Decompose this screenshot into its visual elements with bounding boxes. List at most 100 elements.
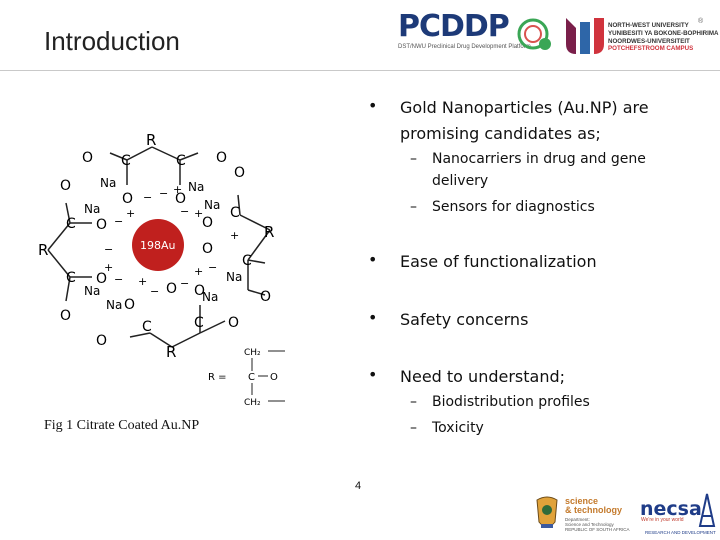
- bullet-1-line-1: Gold Nanoparticles (Au.NP) are: [400, 98, 649, 117]
- sub-bullet-3: Biodistribution profiles: [432, 394, 590, 410]
- charge-sign: −: [159, 187, 168, 200]
- figure-caption: Fig 1 Citrate Coated Au.NP: [44, 418, 200, 433]
- charge-sign: +: [138, 275, 147, 288]
- dst-small-1: Department:: [565, 517, 590, 522]
- o-atom: O: [60, 308, 71, 324]
- c-atom: C: [142, 319, 152, 335]
- pcddp-emblem-icon: [517, 18, 551, 50]
- nwu-logo: NORTH-WEST UNIVERSITY YUNIBESITI YA BOKO…: [562, 14, 718, 63]
- necsa-wordmark: necsa: [640, 498, 702, 520]
- c-atom: C: [66, 270, 76, 286]
- o-atom: O: [96, 333, 107, 349]
- sub-bullet-2: Sensors for diagnostics: [432, 199, 595, 215]
- bullet-3: Safety concerns: [400, 310, 529, 329]
- charge-sign: +: [194, 207, 203, 220]
- o-atom: O: [194, 283, 205, 299]
- necsa-emblem-icon: [698, 493, 716, 527]
- nwu-line-2: YUNIBESITI YA BOKONE-BOPHIRIMA: [608, 29, 719, 37]
- c-atom: C: [230, 205, 240, 221]
- page-number: 4: [355, 480, 362, 492]
- ch2-top: CH₂: [244, 348, 261, 358]
- pcddp-subtitle: DST/NWU Preclinical Drug Development Pla…: [398, 44, 531, 50]
- na-ion: Na: [106, 298, 122, 312]
- dst-small-3: REPUBLIC OF SOUTH AFRICA: [565, 527, 630, 532]
- o-atom: O: [228, 315, 239, 331]
- c-atom: C: [242, 253, 252, 269]
- header-divider: [0, 70, 720, 71]
- nwu-line-1: NORTH-WEST UNIVERSITY: [608, 22, 689, 29]
- dst-logo-text: science & technology: [565, 497, 622, 515]
- necsa-tagline: We're in your world: [641, 517, 684, 523]
- na-ion: Na: [84, 202, 100, 216]
- dst-line-1: science: [565, 496, 599, 506]
- ch2-bottom: CH₂: [244, 398, 261, 408]
- charge-sign: −: [180, 205, 189, 218]
- o-atom: O: [260, 289, 271, 305]
- o-atom: O: [122, 191, 133, 207]
- nwu-emblem-icon: [566, 18, 604, 54]
- c-atom: C: [194, 315, 204, 331]
- bullet-marker: •: [368, 96, 378, 115]
- dst-line-2: & technology: [565, 505, 623, 515]
- charge-sign: −: [104, 243, 113, 256]
- slide-title: Introduction: [44, 26, 180, 56]
- r-def-carbon: C: [248, 372, 255, 383]
- dash-marker: –: [410, 151, 417, 167]
- r-def-oxygen: O: [270, 372, 278, 383]
- c-atom: C: [176, 153, 186, 169]
- bullet-4: Need to understand;: [400, 367, 566, 386]
- o-atom: O: [124, 297, 135, 313]
- sub-bullet-1-line-2: delivery: [432, 173, 489, 189]
- registered-mark: ®: [698, 18, 704, 25]
- o-atom: O: [166, 281, 177, 297]
- o-atom: O: [96, 217, 107, 233]
- bullet-2: Ease of functionalization: [400, 252, 597, 271]
- charge-sign: +: [173, 183, 182, 196]
- r-label-left: R: [38, 241, 48, 259]
- o-atom: O: [234, 165, 245, 181]
- dst-small-text: Department: Science and Technology REPUB…: [565, 517, 630, 532]
- c-atom: C: [66, 216, 76, 232]
- na-ion: Na: [100, 176, 116, 190]
- charge-sign: +: [194, 265, 203, 278]
- sub-bullet-4: Toxicity: [432, 420, 484, 436]
- o-atom: O: [60, 178, 71, 194]
- citrate-aunp-diagram: 198Au R R R R O O O O O O O O O O O O O …: [38, 131, 285, 408]
- r-label-top: R: [146, 131, 156, 149]
- pcddp-wordmark: PCDDP: [398, 9, 510, 44]
- na-ion: Na: [84, 284, 100, 298]
- r-definition-label: R =: [208, 372, 227, 383]
- dash-marker: –: [410, 199, 417, 215]
- charge-sign: +: [126, 207, 135, 220]
- bullet-1-line-2: promising candidates as;: [400, 124, 601, 143]
- charge-sign: −: [143, 191, 152, 204]
- r-label-bottom: R: [166, 343, 176, 361]
- o-atom: O: [202, 215, 213, 231]
- core-label: 198Au: [140, 239, 176, 252]
- nwu-line-4: POTCHEFSTROOM CAMPUS: [608, 45, 694, 53]
- o-atom: O: [82, 150, 93, 166]
- charge-sign: −: [114, 215, 123, 228]
- nwu-line-3: NOORDWES-UNIVERSITEIT: [608, 37, 690, 45]
- charge-sign: +: [104, 261, 113, 274]
- dst-small-2: Science and Technology: [565, 522, 614, 527]
- r-label-right: R: [264, 223, 274, 241]
- bullet-marker: •: [368, 308, 378, 327]
- c-atom: C: [121, 153, 131, 169]
- na-ion: Na: [204, 198, 220, 212]
- sub-bullet-1-line-1: Nanocarriers in drug and gene: [432, 151, 646, 167]
- coat-of-arms-icon: [536, 496, 558, 528]
- bullet-marker: •: [368, 365, 378, 384]
- o-atom: O: [175, 191, 186, 207]
- gold-core: [132, 219, 184, 271]
- o-atom: O: [216, 150, 227, 166]
- charge-sign: −: [180, 277, 189, 290]
- na-ion: Na: [188, 180, 204, 194]
- o-atom: O: [96, 271, 107, 287]
- necsa-rd-label: RESEARCH AND DEVELOPMENT: [645, 530, 716, 535]
- na-ion: Na: [202, 290, 218, 304]
- charge-sign: −: [114, 273, 123, 286]
- charge-sign: +: [230, 229, 239, 242]
- na-ion: Na: [226, 270, 242, 284]
- charge-sign: −: [150, 285, 159, 298]
